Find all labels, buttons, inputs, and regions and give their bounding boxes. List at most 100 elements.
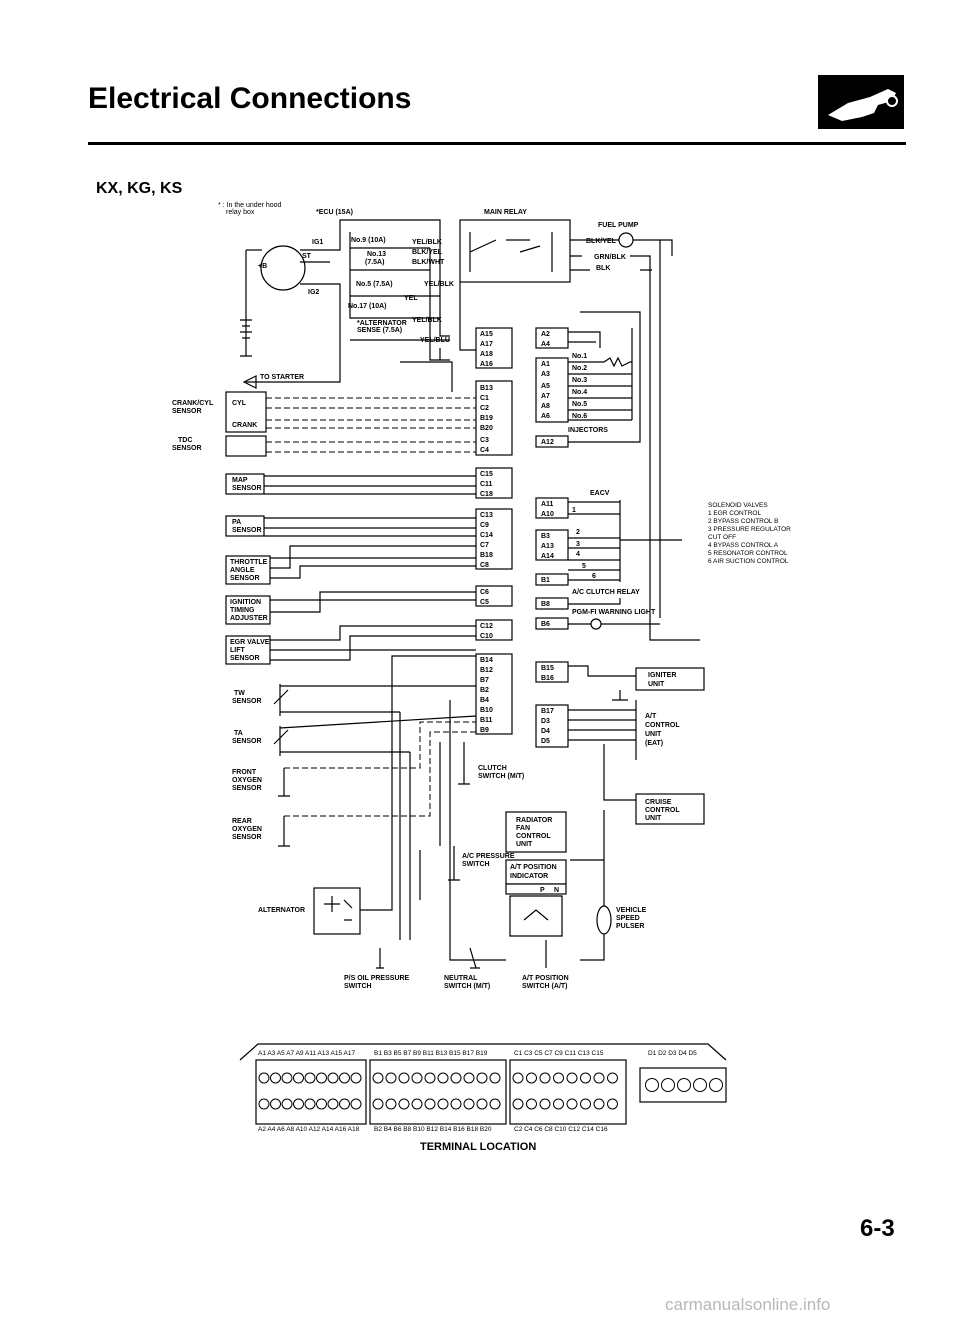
svg-text:6 AIR SUCTION CONTROL: 6 AIR SUCTION CONTROL	[708, 558, 789, 565]
connector-pin	[339, 1072, 350, 1084]
svg-text:2: 2	[576, 529, 580, 536]
crank-cyl-sensor	[225, 391, 267, 433]
connector-pin	[450, 1072, 462, 1084]
ac-clutch-relay-label: A/C CLUTCH RELAY	[572, 589, 640, 596]
svg-text:C3: C3	[480, 437, 489, 444]
connector-pin	[607, 1098, 618, 1110]
cruise-label-2: CONTROL	[645, 807, 680, 814]
terminal-location: A1 A3 A5 A7 A9 A11 A13 A15 A17 B1 B3 B5 …	[239, 1043, 727, 1153]
tdc-sensor-label-2: SENSOR	[172, 445, 202, 452]
at-control-label-2: CONTROL	[645, 722, 680, 729]
rear-o2-label: REAR	[232, 818, 252, 825]
svg-text:C1: C1	[480, 395, 489, 402]
neutral-switch-label: NEUTRAL	[444, 975, 478, 982]
svg-text:No.5: No.5	[572, 401, 587, 408]
ecu-pins-r3: A12	[535, 435, 569, 448]
svg-text:B19: B19	[480, 415, 493, 422]
header-rule	[88, 142, 906, 145]
svg-text:C18: C18	[480, 491, 493, 498]
connector-pin	[424, 1098, 436, 1110]
ecu-pins-r7: B8	[535, 597, 569, 610]
svg-text:C2: C2	[480, 405, 489, 412]
svg-text:B12: B12	[480, 667, 493, 674]
connector-pin	[489, 1098, 501, 1110]
svg-text:5 RESONATOR CONTROL: 5 RESONATOR CONTROL	[708, 550, 788, 557]
svg-text:C12: C12	[480, 623, 493, 630]
svg-text:B7: B7	[480, 677, 489, 684]
wire-blk-yel-2: BLK/YEL	[586, 238, 617, 245]
throttle-angle-sensor	[225, 555, 271, 585]
rear-o2-label-3: SENSOR	[232, 834, 262, 841]
connector-pin	[350, 1098, 362, 1110]
svg-text:C11: C11	[480, 481, 493, 488]
svg-text:No.3: No.3	[572, 377, 587, 384]
svg-text:B8: B8	[541, 601, 550, 608]
svg-text:A13: A13	[541, 543, 554, 550]
connector-pin	[385, 1072, 397, 1084]
svg-text:C4: C4	[480, 447, 489, 454]
connector-pin	[677, 1078, 691, 1092]
clutch-switch-label: CLUTCH	[478, 765, 507, 772]
svg-text:A10: A10	[541, 511, 554, 518]
map-label: MAP	[232, 477, 248, 484]
injectors: No.1 No.2 No.3 No.4 No.5 No.6 INJECTORS	[568, 328, 633, 434]
connector-a	[255, 1059, 367, 1125]
connector-pin	[512, 1098, 524, 1110]
terminal-location-title: TERMINAL LOCATION	[420, 1141, 536, 1153]
at-control-label-3: UNIT	[645, 731, 662, 738]
svg-text:No.2: No.2	[572, 365, 587, 372]
warning-light-icon	[590, 618, 602, 630]
svg-text:A2: A2	[541, 331, 550, 338]
svg-text:C2 C4 C6 C8 C10 C12 C14 C1: C2 C4 C6 C8 C10 C12 C14 C16	[514, 1126, 608, 1133]
svg-text:B1: B1	[541, 577, 550, 584]
connector-pin	[281, 1072, 293, 1084]
svg-text:A5: A5	[541, 383, 550, 390]
connector-pin	[258, 1072, 270, 1084]
vehicle-speed-pulser-icon	[596, 905, 612, 935]
connector-pin	[372, 1098, 384, 1110]
svg-text:C6: C6	[480, 589, 489, 596]
ignition-timing-label-2: TIMING	[230, 607, 255, 614]
ta-sensor-label: TA	[234, 730, 243, 737]
connector-pin	[258, 1098, 270, 1110]
ecu-pins-r1: A2 A4	[535, 327, 569, 349]
ignition-ig2: IG2	[308, 289, 319, 296]
tw-sensor-label: TW	[234, 690, 245, 697]
eacv-label: EACV	[590, 490, 610, 497]
svg-text:3: 3	[576, 541, 580, 548]
front-o2-label-3: SENSOR	[232, 785, 262, 792]
igniter-unit	[635, 667, 705, 691]
cruise-label: CRUISE	[645, 799, 672, 806]
connector-pin	[526, 1072, 537, 1084]
wire-blk: BLK	[596, 265, 610, 272]
crank-label: CRANK	[232, 422, 257, 429]
throttle-label: THROTTLE	[230, 559, 268, 566]
svg-text:1: 1	[572, 507, 576, 514]
throttle-label-2: ANGLE	[230, 567, 255, 574]
at-position-p: P	[540, 887, 545, 894]
pa-sensor	[225, 515, 265, 537]
svg-text:B3: B3	[541, 533, 550, 540]
main-relay-box	[459, 219, 571, 283]
svg-text:A2 A4 A6 A8 A10 A12 A14 A1: A2 A4 A6 A8 A10 A12 A14 A16 A18	[258, 1126, 360, 1133]
connector-pin	[512, 1072, 524, 1084]
ta-sensor-label-2: SENSOR	[232, 738, 262, 745]
pa-label-2: SENSOR	[232, 527, 262, 534]
svg-text:A18: A18	[480, 351, 493, 358]
fuse-no17: No.17 (10A)	[348, 303, 387, 310]
connector-pin	[539, 1098, 551, 1110]
svg-text:A4: A4	[541, 341, 550, 348]
connector-pin	[316, 1098, 327, 1110]
connector-pin	[411, 1072, 423, 1084]
connector-pin	[607, 1072, 618, 1084]
svg-text:SOLENOID VALVES: SOLENOID VALVES	[708, 502, 768, 509]
svg-text:B6: B6	[541, 621, 550, 628]
svg-text:B9: B9	[480, 727, 489, 734]
pa-label: PA	[232, 519, 241, 526]
watermark: carmanualsonline.info	[665, 1295, 831, 1314]
fuel-pump-icon	[618, 232, 634, 248]
svg-text:INJECTORS: INJECTORS	[568, 427, 608, 434]
ecu-pins-a: A15 A17 A18 A16	[475, 327, 513, 369]
fuse-no9: No.9 (10A)	[351, 237, 386, 244]
